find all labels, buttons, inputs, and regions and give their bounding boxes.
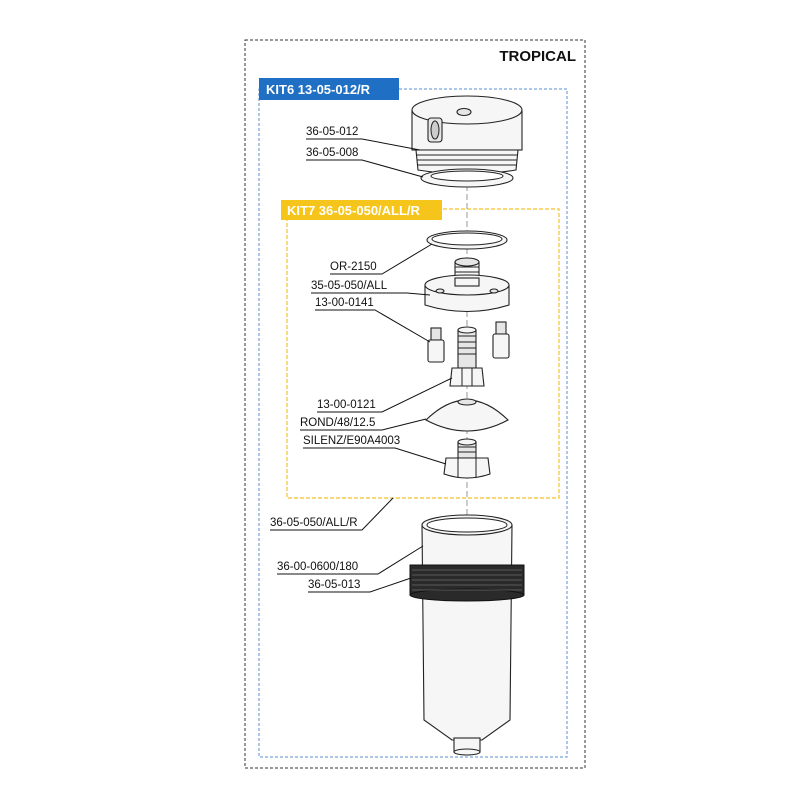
ring-part	[409, 564, 525, 602]
svg-text:35-05-050/ALL: 35-05-050/ALL	[311, 280, 388, 292]
kit6-header-bg	[259, 78, 399, 100]
callout-stem: 13-00-0121	[317, 377, 453, 413]
pin-right-part	[492, 321, 510, 359]
svg-text:36-05-008: 36-05-008	[306, 147, 358, 159]
disc-part	[425, 398, 509, 432]
callout-deflector: 35-05-050/ALL	[311, 280, 431, 296]
svg-text:36-05-012: 36-05-012	[306, 126, 358, 138]
callout-oring: OR-2150	[330, 243, 433, 275]
svg-text:13-00-0121: 13-00-0121	[317, 399, 376, 411]
svg-text:36-05-013: 36-05-013	[308, 579, 360, 591]
callout-ring: 36-05-013	[308, 577, 412, 593]
pin-left-part	[427, 327, 445, 363]
callout-cap: 36-05-012	[306, 126, 421, 151]
oring-part	[426, 230, 508, 250]
callout-assembly: 36-05-050/ALL/R	[270, 497, 394, 531]
svg-text:36-05-050/ALL/R: 36-05-050/ALL/R	[270, 517, 358, 529]
callout-pins: 13-00-0141	[315, 297, 431, 343]
callout-bowl: 36-00-0600/180	[277, 545, 424, 575]
svg-text:ROND/48/12.5: ROND/48/12.5	[300, 417, 375, 429]
callout-cap-seal: 36-05-008	[306, 147, 424, 178]
silencer-part	[443, 438, 491, 479]
stem-part	[449, 326, 485, 387]
svg-text:OR-2150: OR-2150	[330, 261, 377, 273]
kit6-header: KIT6 13-05-012/R	[266, 82, 371, 97]
svg-text:SILENZ/E90A4003: SILENZ/E90A4003	[303, 435, 400, 447]
svg-text:13-00-0141: 13-00-0141	[315, 297, 374, 309]
outer-frame	[244, 39, 586, 769]
kit7-header-bg	[281, 200, 442, 220]
svg-text:36-00-0600/180: 36-00-0600/180	[277, 561, 358, 573]
kit6-frame	[258, 88, 568, 758]
callout-silencer: SILENZ/E90A4003	[303, 435, 447, 465]
cap-part	[411, 95, 523, 188]
kit7-header: KIT7 36-05-050/ALL/R	[287, 203, 421, 218]
deflector-part	[424, 257, 510, 313]
page-title: TROPICAL	[499, 48, 576, 65]
callout-disc: ROND/48/12.5	[300, 417, 427, 431]
kit7-frame	[286, 208, 560, 499]
bowl-part	[421, 514, 513, 756]
